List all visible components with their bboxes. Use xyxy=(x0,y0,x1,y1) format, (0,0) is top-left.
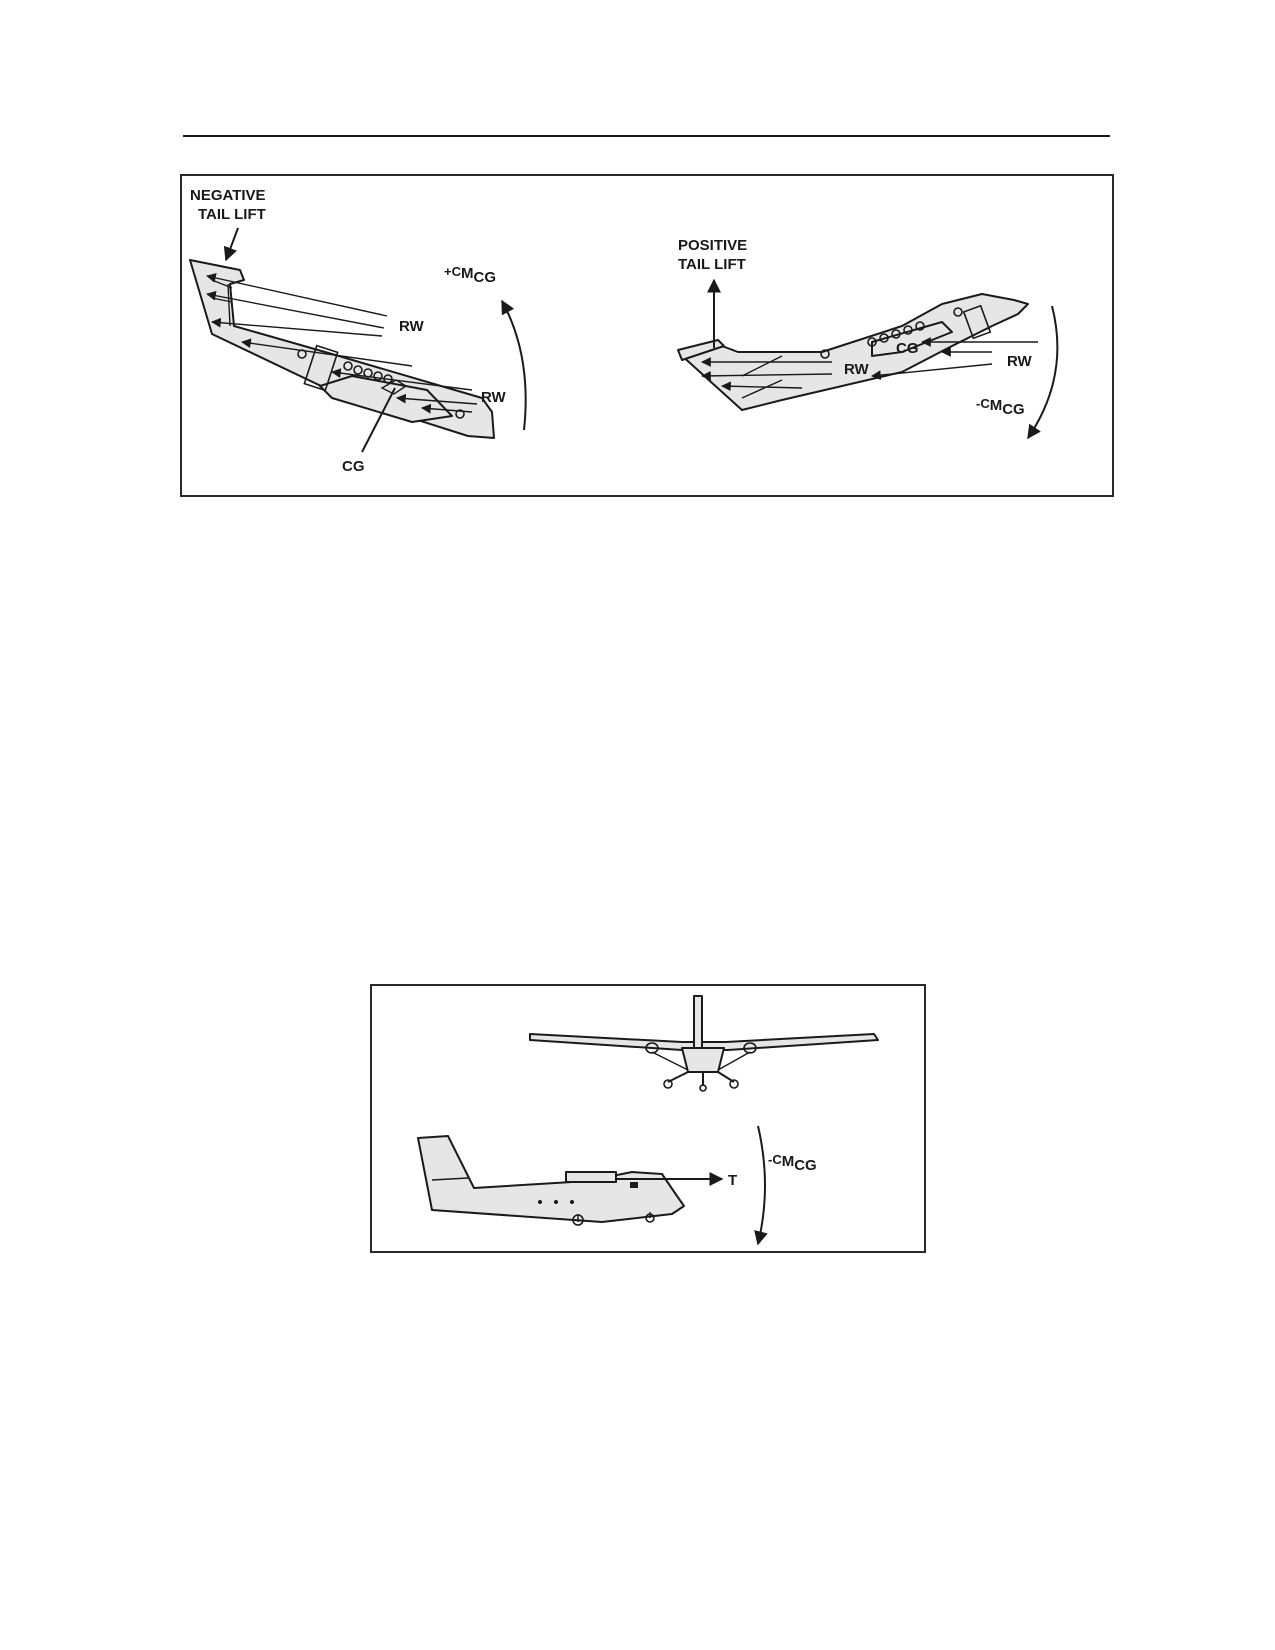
figure-tail-lift-moments: NEGATIVE TAIL LIFT RW RW CG +CMCG xyxy=(180,174,1114,497)
cg-label-right: CG xyxy=(896,340,919,357)
rw-label-left-upper: RW xyxy=(399,318,425,335)
aircraft-front-view xyxy=(529,995,879,1092)
thrust-diagram: T -CMCG xyxy=(417,995,879,1246)
negative-tail-lift-arrow xyxy=(223,227,239,262)
page-header-rule xyxy=(183,135,1110,137)
aircraft-side-view xyxy=(417,1135,685,1226)
moment-label-negative-bottom: -CMCG xyxy=(768,1152,817,1174)
label-tail-lift-left: TAIL LIFT xyxy=(198,206,266,223)
rw-label-left-lower: RW xyxy=(481,389,507,406)
tail-lift-diagram: NEGATIVE TAIL LIFT RW RW CG +CMCG xyxy=(189,187,1059,475)
aircraft-nose-down xyxy=(189,259,495,439)
moment-label-positive: +CMCG xyxy=(444,264,496,286)
label-positive: POSITIVE xyxy=(678,237,747,254)
cg-pointer-left xyxy=(361,387,396,453)
figure-thrust-moment: T -CMCG xyxy=(370,984,926,1253)
rw-label-right-outer: RW xyxy=(1007,353,1033,370)
relative-wind-lines-left xyxy=(206,273,478,414)
moment-label-negative-top: -CMCG xyxy=(976,396,1025,418)
thrust-label: T xyxy=(728,1172,737,1189)
label-tail-lift-right: TAIL LIFT xyxy=(678,256,746,273)
cg-label-left: CG xyxy=(342,458,365,475)
rw-label-right-inner: RW xyxy=(844,361,870,378)
relative-wind-lines-right xyxy=(701,337,1038,392)
aircraft-nose-up xyxy=(677,293,1029,411)
negative-moment-arrow-top xyxy=(1027,305,1059,440)
negative-moment-arrow-bottom xyxy=(754,1125,768,1246)
label-negative: NEGATIVE xyxy=(190,187,266,204)
positive-moment-arrow xyxy=(501,299,527,431)
